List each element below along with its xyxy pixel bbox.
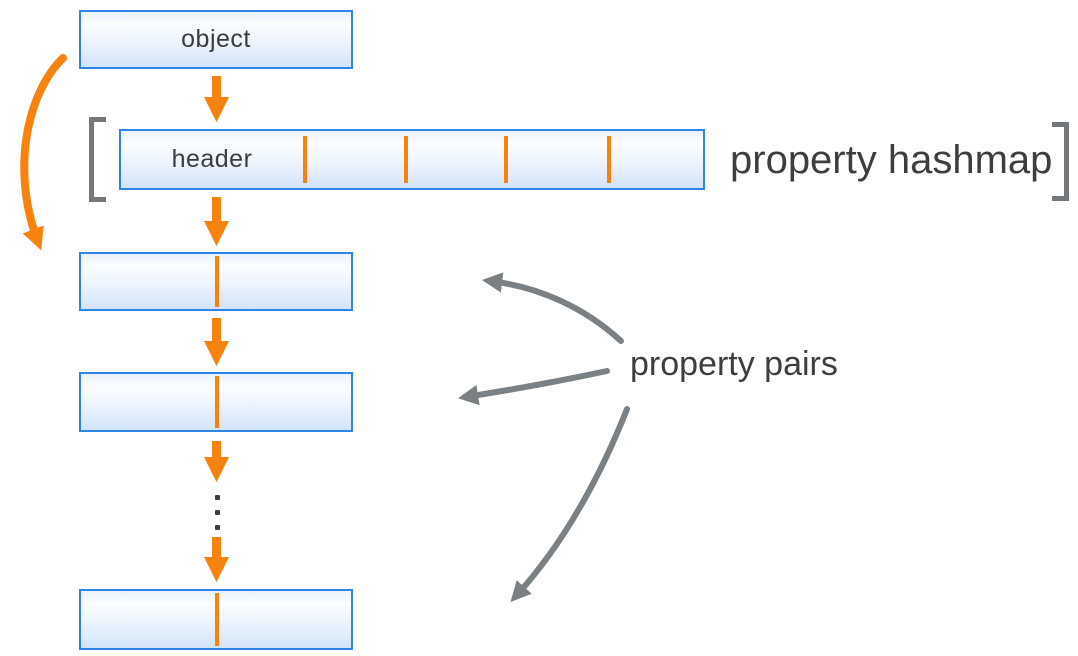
ellipsis-dot bbox=[215, 495, 220, 500]
pair-2-divider bbox=[215, 376, 219, 428]
hashmap-divider-1 bbox=[303, 136, 307, 183]
hashmap-divider-4 bbox=[607, 136, 611, 183]
hashmap-left-bracket bbox=[89, 117, 106, 202]
object-box: object bbox=[79, 10, 353, 69]
ellipsis-dot bbox=[215, 525, 220, 530]
pair-1-divider bbox=[215, 256, 219, 307]
gray-arrow-to-pair2 bbox=[457, 368, 610, 406]
hashmap-header-label: header bbox=[171, 145, 253, 173]
ellipsis-dot bbox=[215, 510, 220, 515]
pair-3-divider bbox=[215, 593, 219, 646]
hashmap-right-bracket bbox=[1052, 122, 1069, 201]
gray-arrow-to-pair3 bbox=[510, 406, 630, 603]
property-pairs-label: property pairs bbox=[630, 344, 838, 383]
property-hashmap-label: property hashmap bbox=[730, 137, 1053, 182]
hashmap-divider-3 bbox=[504, 136, 508, 183]
object-box-label: object bbox=[181, 25, 251, 53]
gray-arrow-to-pair1 bbox=[481, 272, 624, 344]
hashmap-divider-2 bbox=[404, 136, 408, 183]
hashmap-header-cell: header bbox=[119, 129, 305, 190]
arrow-object-to-pair1-curved bbox=[20, 54, 67, 251]
